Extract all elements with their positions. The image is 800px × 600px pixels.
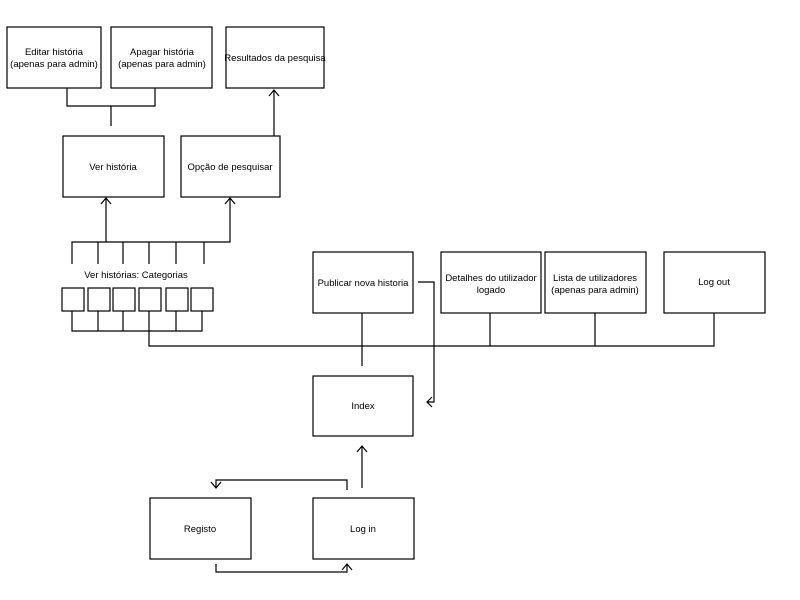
box-opcao-pesquisar bbox=[180, 135, 281, 198]
label-detalhes-l2: logado bbox=[477, 285, 506, 296]
category-box bbox=[87, 287, 111, 312]
label-lista-l1: Lista de utilizadores bbox=[553, 273, 637, 284]
label-publicar: Publicar nova historia bbox=[318, 278, 410, 289]
connector-category-bus bbox=[71, 311, 715, 347]
box-detalhes-utilizador bbox=[440, 251, 542, 314]
box-registo bbox=[149, 497, 252, 560]
label-categorias: Ver histórias: Categorias bbox=[84, 270, 188, 281]
label-resultados: Resultados da pesquisa bbox=[224, 53, 326, 64]
box-ver-historia bbox=[62, 135, 165, 198]
arrowhead-results bbox=[268, 89, 280, 97]
connector-registo-login bbox=[215, 564, 348, 573]
label-ver-historia: Ver história bbox=[89, 162, 137, 173]
label-apagar-l2: (apenas para admin) bbox=[118, 59, 206, 70]
box-log-out bbox=[663, 251, 766, 314]
connector-category-comb bbox=[71, 198, 231, 264]
arrowhead-index-side bbox=[426, 396, 433, 408]
arrowhead-opcao-pesquisar bbox=[224, 197, 236, 205]
label-log-in: Log in bbox=[350, 524, 376, 535]
box-lista-utilizadores bbox=[544, 251, 647, 314]
category-box bbox=[190, 287, 214, 312]
box-apagar-historia bbox=[110, 26, 213, 89]
label-log-out: Log out bbox=[698, 277, 730, 288]
arrowhead-ver-historia bbox=[100, 197, 112, 205]
arrowhead-index-bottom bbox=[356, 445, 368, 453]
connector-edit-delete-bracket bbox=[66, 88, 156, 126]
label-detalhes-l1: Detalhes do utilizador bbox=[445, 273, 536, 284]
category-box bbox=[112, 287, 136, 312]
label-index: Index bbox=[351, 401, 374, 412]
label-lista-l2: (apenas para admin) bbox=[551, 285, 639, 296]
arrowhead-registo bbox=[210, 481, 222, 489]
box-log-in bbox=[312, 497, 415, 560]
category-box bbox=[138, 287, 162, 312]
connector-publicar-side-arrow bbox=[418, 281, 435, 403]
box-publicar-nova-historia bbox=[312, 251, 414, 314]
label-editar-l2: (apenas para admin) bbox=[10, 59, 98, 70]
label-editar-l1: Editar história bbox=[25, 47, 84, 58]
box-index bbox=[312, 375, 414, 437]
labels: Editar história (apenas para admin) Apag… bbox=[10, 47, 730, 535]
category-box bbox=[165, 287, 189, 312]
connectors bbox=[66, 88, 715, 573]
boxes bbox=[6, 26, 766, 560]
box-resultados-pesquisa bbox=[225, 26, 325, 89]
category-box bbox=[61, 287, 85, 312]
label-apagar-l1: Apagar história bbox=[130, 47, 195, 58]
label-opcao-pesquisar: Opção de pesquisar bbox=[187, 162, 272, 173]
arrowhead-login bbox=[341, 563, 353, 571]
label-registo: Registo bbox=[184, 524, 216, 535]
connector-login-registo bbox=[215, 479, 348, 490]
box-editar-historia bbox=[6, 26, 102, 89]
